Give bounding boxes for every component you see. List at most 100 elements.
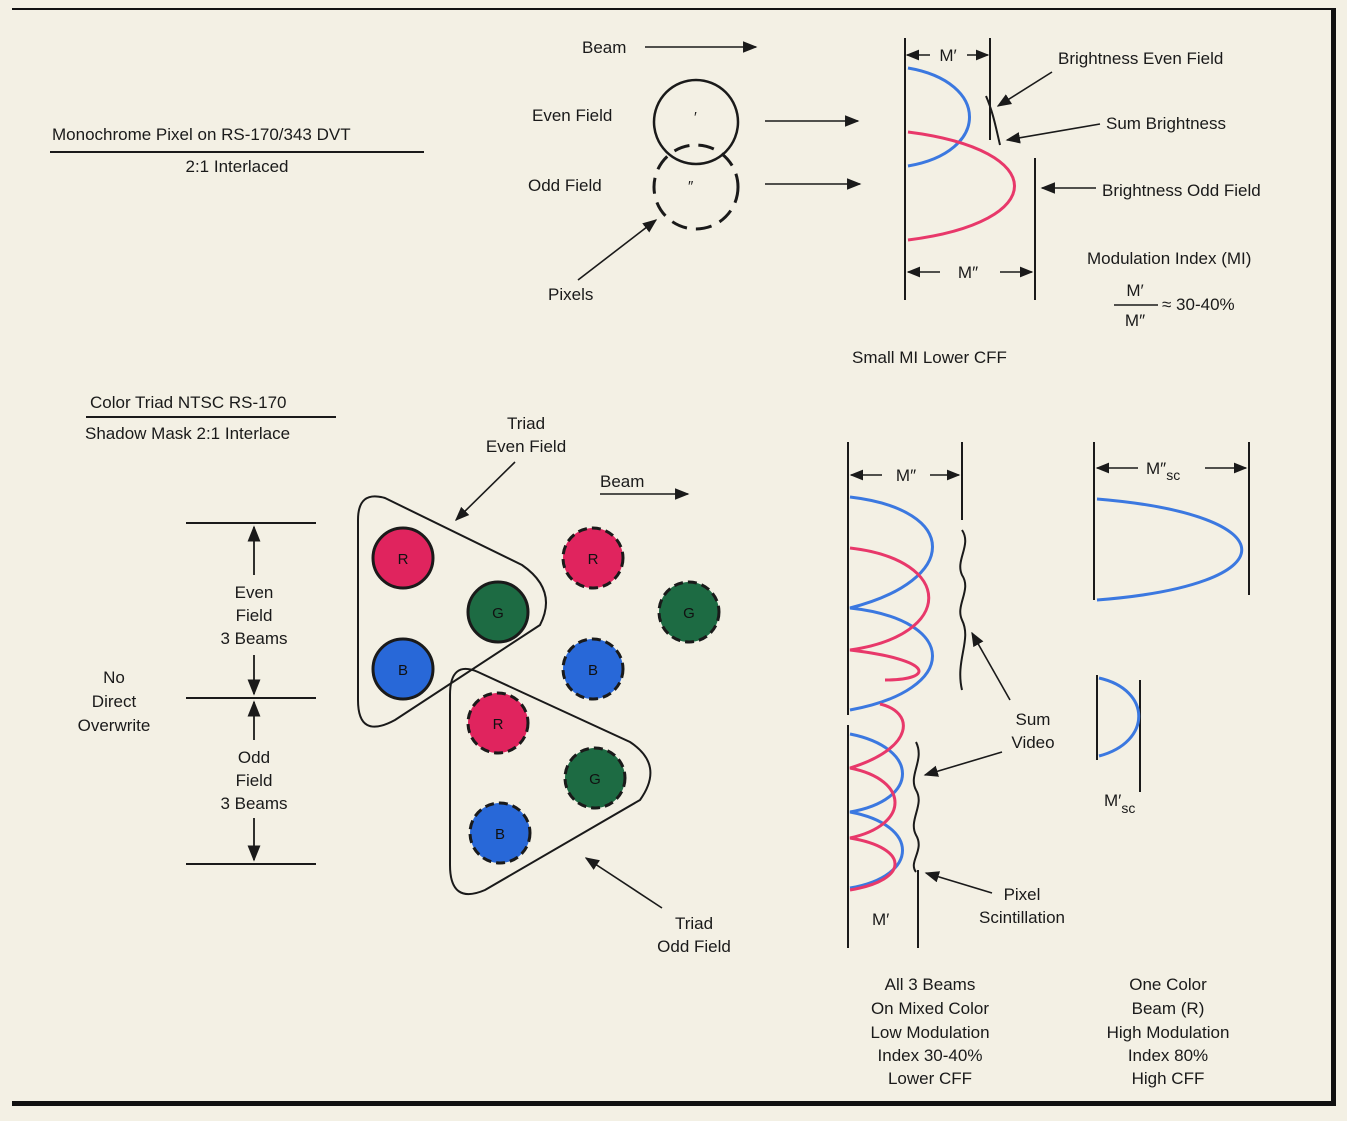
brightness-even-arrow	[996, 71, 1053, 107]
caption-mixed-line-5: Lower CFF	[888, 1069, 972, 1088]
mixed-color-graph: M″ M′ Sum Video Pixel Scintillation All …	[847, 442, 1065, 1088]
even-red-dot: R	[371, 526, 435, 590]
no-overwrite-line-3: Overwrite	[78, 716, 151, 735]
odd-red-dot-label: R	[493, 716, 504, 733]
caption-mixed-line-4: Index 30-40%	[878, 1046, 983, 1065]
caption-mixed-line-2: On Mixed Color	[871, 999, 989, 1018]
odd-beams-line-1: Odd	[238, 748, 270, 767]
mixed-bottom-m-label: M′	[872, 910, 889, 929]
caption-mixed-line-1: All 3 Beams	[885, 975, 976, 994]
sum-brightness-curve	[985, 95, 1001, 146]
next-green-dot: G	[657, 580, 721, 644]
odd-triad-outline	[449, 667, 652, 895]
color-section: Color Triad NTSC RS-170 Shadow Mask 2:1 …	[78, 393, 731, 956]
caption-single-line-5: High CFF	[1132, 1069, 1205, 1088]
mixed-top-m-label: M″	[896, 466, 916, 485]
mi-fraction-numerator: M′	[1126, 281, 1143, 300]
triad-odd-arrow	[584, 857, 663, 909]
sum-brightness-arrow	[1005, 123, 1101, 144]
even-blue-dot-label: B	[398, 662, 408, 679]
caption-single-line-4: Index 80%	[1128, 1046, 1208, 1065]
sum-video-line-2: Video	[1011, 733, 1054, 752]
caption-single-line-2: Beam (R)	[1132, 999, 1205, 1018]
even-beams-line-2: Field	[236, 606, 273, 625]
mono-beam-label: Beam	[582, 38, 626, 57]
no-overwrite-line-2: Direct	[92, 692, 137, 711]
mono-subtitle: 2:1 Interlaced	[185, 157, 288, 176]
modulation-index-label: Modulation Index (MI)	[1087, 249, 1251, 268]
mixed-even-sum-curve	[959, 529, 967, 691]
single-bottom-m-main: M′	[1104, 791, 1121, 810]
even-triad-outline	[357, 495, 547, 728]
sum-brightness-label: Sum Brightness	[1106, 114, 1226, 133]
odd-blue-dot-label: B	[495, 826, 505, 843]
color-beam-label: Beam	[600, 472, 644, 491]
mono-section: Monochrome Pixel on RS-170/343 DVT 2:1 I…	[50, 38, 1261, 367]
even-field-label: Even Field	[532, 106, 612, 125]
mono-caption: Small MI Lower CFF	[852, 348, 1007, 367]
even-blue-dot: B	[371, 637, 435, 701]
no-overwrite-line-1: No	[103, 668, 125, 687]
odd-blue-dot: B	[468, 801, 532, 865]
caption-mixed-line-3: Low Modulation	[870, 1023, 989, 1042]
even-green-dot-label: G	[492, 605, 504, 622]
odd-green-dot-label: G	[589, 771, 601, 788]
triad-even-line-2: Even Field	[486, 437, 566, 456]
brightness-even-label: Brightness Even Field	[1058, 49, 1223, 68]
mi-approx-value: ≈ 30-40%	[1162, 295, 1235, 314]
caption-single-line-3: High Modulation	[1107, 1023, 1230, 1042]
m-double-label: M″	[958, 263, 978, 282]
brightness-even-curve	[907, 66, 971, 168]
mixed-even-red-curve	[849, 546, 930, 682]
color-title: Color Triad NTSC RS-170	[90, 393, 287, 412]
odd-field-label: Odd Field	[528, 176, 602, 195]
m-prime-label: M′	[939, 46, 956, 65]
single-bottom-m-label: M′sc	[1104, 791, 1135, 816]
odd-beams-line-3: 3 Beams	[220, 794, 287, 813]
single-top-m-label: M″sc	[1146, 459, 1180, 483]
pixels-arrow	[577, 219, 658, 281]
mixed-odd-red-curve	[849, 702, 905, 892]
odd-red-dot: R	[466, 691, 530, 755]
odd-beams-line-2: Field	[236, 771, 273, 790]
even-beams-line-3: 3 Beams	[220, 629, 287, 648]
single-bottom-m-sub: sc	[1121, 800, 1135, 816]
caption-single-line-1: One Color	[1129, 975, 1207, 994]
triad-odd-line-2: Odd Field	[657, 937, 731, 956]
triad-even-arrow	[454, 461, 516, 522]
next-blue-dot-label: B	[588, 662, 598, 679]
sum-video-arrow-lower	[923, 751, 1003, 777]
pixel-scintillation-arrow	[924, 871, 993, 894]
next-red-dot: R	[561, 526, 625, 590]
mixed-even-blue-curve	[849, 495, 934, 712]
next-red-dot-label: R	[588, 551, 599, 568]
odd-green-dot: G	[563, 746, 627, 810]
triad-odd-line-1: Triad	[675, 914, 713, 933]
single-top-m-main: M″	[1146, 459, 1166, 478]
brightness-odd-curve	[907, 130, 1016, 242]
next-green-dot-label: G	[683, 605, 695, 622]
sum-video-arrow-upper	[971, 631, 1011, 701]
pixel-scintillation-line-2: Scintillation	[979, 908, 1065, 927]
pixels-label: Pixels	[548, 285, 593, 304]
sum-video-line-1: Sum	[1016, 710, 1051, 729]
even-beams-line-1: Even	[235, 583, 274, 602]
mono-title: Monochrome Pixel on RS-170/343 DVT	[52, 125, 351, 144]
pixel-scintillation-line-1: Pixel	[1004, 885, 1041, 904]
diagram-frame	[12, 8, 1336, 1106]
even-pixel-mark: ′	[694, 109, 697, 126]
odd-field-pixel	[652, 143, 740, 231]
odd-pixel-mark: ″	[688, 178, 694, 195]
next-blue-dot: B	[561, 637, 625, 701]
color-subtitle: Shadow Mask 2:1 Interlace	[85, 424, 290, 443]
mi-fraction-denominator: M″	[1125, 311, 1145, 330]
triad-even-line-1: Triad	[507, 414, 545, 433]
single-top-m-sub: sc	[1166, 467, 1180, 483]
mixed-odd-sum-curve	[912, 741, 920, 873]
single-color-graph: M″sc M′sc One Color Beam (R) High Modula…	[1093, 442, 1250, 1088]
single-top-red-curve	[1096, 497, 1244, 602]
brightness-odd-label: Brightness Odd Field	[1102, 181, 1261, 200]
even-green-dot: G	[466, 580, 530, 644]
even-red-dot-label: R	[398, 551, 409, 568]
